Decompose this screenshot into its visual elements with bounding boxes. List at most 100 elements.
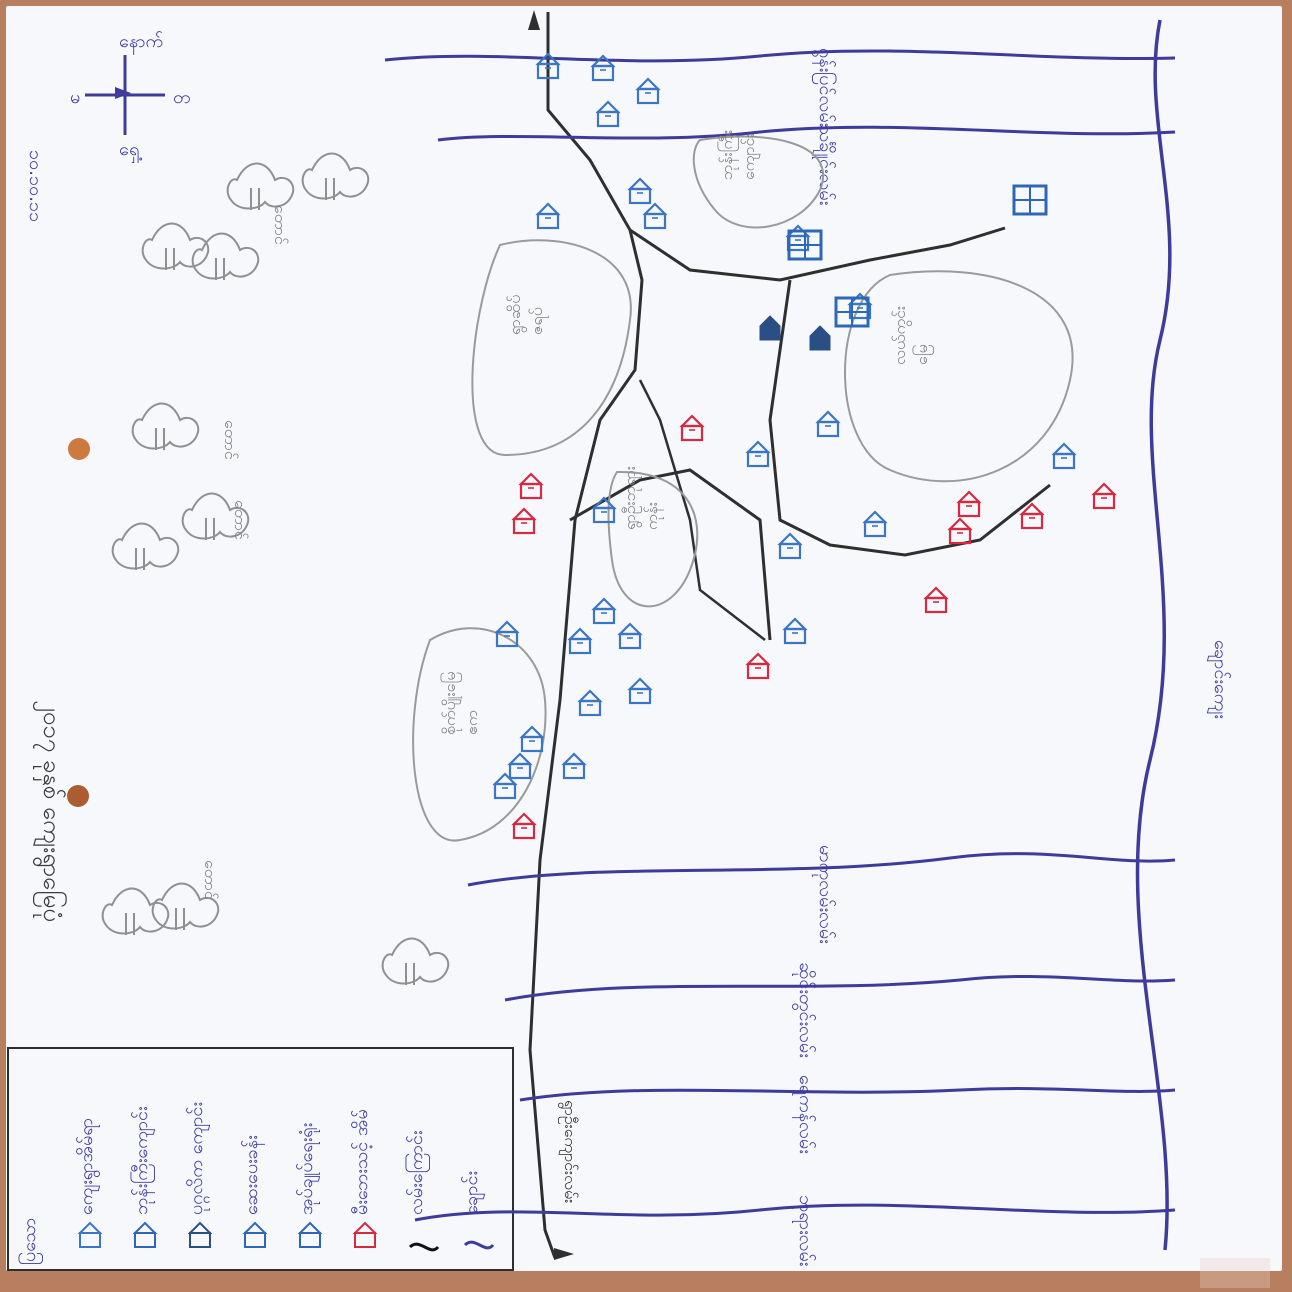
stream-icon bbox=[463, 1240, 495, 1250]
branch-road-east bbox=[629, 226, 1006, 282]
tree bbox=[151, 882, 220, 930]
tree-label: တောင် bbox=[271, 205, 290, 245]
legend-item: မီးဘေးသင့် အိမ် bbox=[351, 1109, 378, 1248]
house-marker-blue bbox=[519, 725, 545, 753]
monastery-building-icon bbox=[787, 229, 823, 261]
zone-sub: မြေ bbox=[912, 344, 934, 365]
zone-labels: စိုက်ပျိုးမြေဧကရွာဆိပ်ဇရပ်ရွာဦးဘုရားကုန်… bbox=[440, 130, 934, 735]
zone-name: လယ်ကွင်း bbox=[890, 306, 912, 365]
vertical-road-5 bbox=[437, 125, 1176, 142]
house-marker-blue bbox=[815, 410, 841, 438]
road-icon bbox=[408, 1242, 440, 1252]
vertical-road-2 bbox=[467, 852, 1176, 887]
office-building-icon bbox=[1012, 184, 1048, 216]
vertical-road-label: သင်္ချိုင်းလမ်း bbox=[812, 125, 836, 205]
house-marker-blue bbox=[862, 510, 888, 538]
private-house-icon bbox=[809, 325, 831, 351]
vertical-road-label: မာကုလမ်းလမ်း bbox=[812, 845, 836, 944]
legend-label: ဆေးပေးခန်း bbox=[241, 1135, 265, 1215]
zone-name: ရွာဆိပ် bbox=[505, 295, 527, 335]
tree bbox=[181, 492, 250, 540]
branch-road-loop bbox=[768, 279, 1051, 557]
legend-label: ပုဂ္ဂလိက ကျောင်း bbox=[186, 1102, 210, 1215]
tree-label: တောင် bbox=[231, 500, 250, 540]
zone-sub: ကုန်း bbox=[642, 502, 664, 530]
house-marker-blue bbox=[627, 677, 653, 705]
tree bbox=[381, 937, 450, 985]
horizontal-road-label: ရွာဦးကျောင်းလမ်း bbox=[558, 1100, 580, 1203]
house-marker-blue bbox=[591, 496, 617, 524]
vertical-road-4 bbox=[519, 1087, 1176, 1102]
legend-item: လမ်းကြောင်း bbox=[405, 1131, 440, 1252]
bottom-stream-label: ချောင်းကျေး bbox=[1207, 640, 1231, 719]
house-marker-blue bbox=[590, 54, 616, 82]
tree-label: တောင် bbox=[221, 420, 240, 460]
tree bbox=[226, 162, 295, 210]
house-marker-blue bbox=[777, 532, 803, 560]
branch-road-south bbox=[569, 468, 772, 641]
legend-label: ဘုန်းကြီးကျောင်း bbox=[130, 1106, 155, 1215]
zone-outline bbox=[844, 270, 1074, 483]
legend-box bbox=[7, 1047, 514, 1271]
house-marker-blue bbox=[642, 202, 668, 230]
house-marker-blue bbox=[494, 620, 520, 648]
zone-outline bbox=[471, 239, 632, 457]
tree-label: တောင် bbox=[201, 860, 220, 900]
legend-label: မီးဘေးသင့် အိမ် bbox=[351, 1109, 373, 1215]
house-marker-blue bbox=[577, 689, 603, 717]
zone-sub: ဇရပ် bbox=[527, 307, 549, 335]
legend-item: ဘုန်းကြီးကျောင်း bbox=[130, 1106, 158, 1248]
bottom-stream-boundary bbox=[1135, 19, 1172, 1251]
paper-hole bbox=[68, 438, 90, 460]
house-marker-blue bbox=[617, 622, 643, 650]
legend-item: ပုဂ္ဂလိက ကျောင်း bbox=[186, 1102, 213, 1248]
house-marker-blue bbox=[782, 617, 808, 645]
house-marker-blue bbox=[591, 597, 617, 625]
house-marker-red bbox=[511, 507, 537, 535]
house-marker-red bbox=[947, 517, 973, 545]
paper-sheet bbox=[6, 6, 1282, 1271]
house-marker-red bbox=[1091, 482, 1117, 510]
legend-label: အုပ်ချုပ်ရေးရုံး bbox=[296, 1123, 320, 1215]
legend-items: ကျေးရွာအိမ်ရာဘုန်းကြီးကျောင်းပုဂ္ဂလိက ကျ… bbox=[76, 1102, 495, 1252]
legend-item: အုပ်ချုပ်ရေးရုံး bbox=[296, 1123, 323, 1248]
vertical-road-label: ဂွန်းပြင်လမ်း bbox=[812, 48, 837, 127]
clinic-building-icon bbox=[834, 296, 870, 328]
house-marker-blue bbox=[745, 440, 771, 468]
tree bbox=[101, 887, 170, 935]
main-road-line bbox=[528, 12, 644, 1259]
house-marker-blue bbox=[567, 627, 593, 655]
legend-item: ဆေးပေးခန်း bbox=[241, 1135, 268, 1248]
house-marker-blue bbox=[627, 177, 653, 205]
compass-n: မ bbox=[70, 87, 80, 108]
zones bbox=[412, 135, 1074, 842]
zone-outline bbox=[412, 627, 547, 842]
house-marker-blue bbox=[535, 202, 561, 230]
house-marker-blue bbox=[1051, 442, 1077, 470]
map-date: ၁၀.၁၀.၁၁ bbox=[25, 150, 46, 222]
house-marker-red bbox=[511, 812, 537, 840]
vertical-road-label: ဘုရားလမ်း bbox=[792, 1195, 816, 1266]
house-marker-blue bbox=[635, 77, 661, 105]
house-marker-blue bbox=[507, 752, 533, 780]
branch-road-inner bbox=[638, 379, 766, 641]
zone-name: စိုက်ပျိုးမြေ bbox=[440, 672, 462, 736]
vertical-road-1 bbox=[414, 1203, 1176, 1222]
tree bbox=[141, 222, 210, 270]
arrow-south bbox=[554, 1248, 574, 1260]
house-marker-red bbox=[956, 490, 982, 518]
compass-e: ရှေ့ bbox=[119, 139, 142, 163]
vertical-road-label: ရေကန်လမ်း bbox=[792, 1075, 816, 1154]
private-house-icon bbox=[759, 315, 781, 341]
compass: မ တ နောက် ရှေ့ bbox=[70, 31, 191, 163]
compass-w: နောက် bbox=[119, 31, 163, 55]
house-marker-red bbox=[518, 472, 544, 500]
house-marker-red bbox=[923, 586, 949, 614]
trees: တောင်တောင်တောင်တောင် bbox=[101, 152, 450, 985]
vertical-roads bbox=[384, 49, 1176, 1222]
legend-label: လမ်းကြောင်း bbox=[405, 1131, 430, 1215]
legend-label: ချောင်း bbox=[461, 1171, 485, 1215]
zone-sub: ဧက bbox=[462, 710, 481, 735]
